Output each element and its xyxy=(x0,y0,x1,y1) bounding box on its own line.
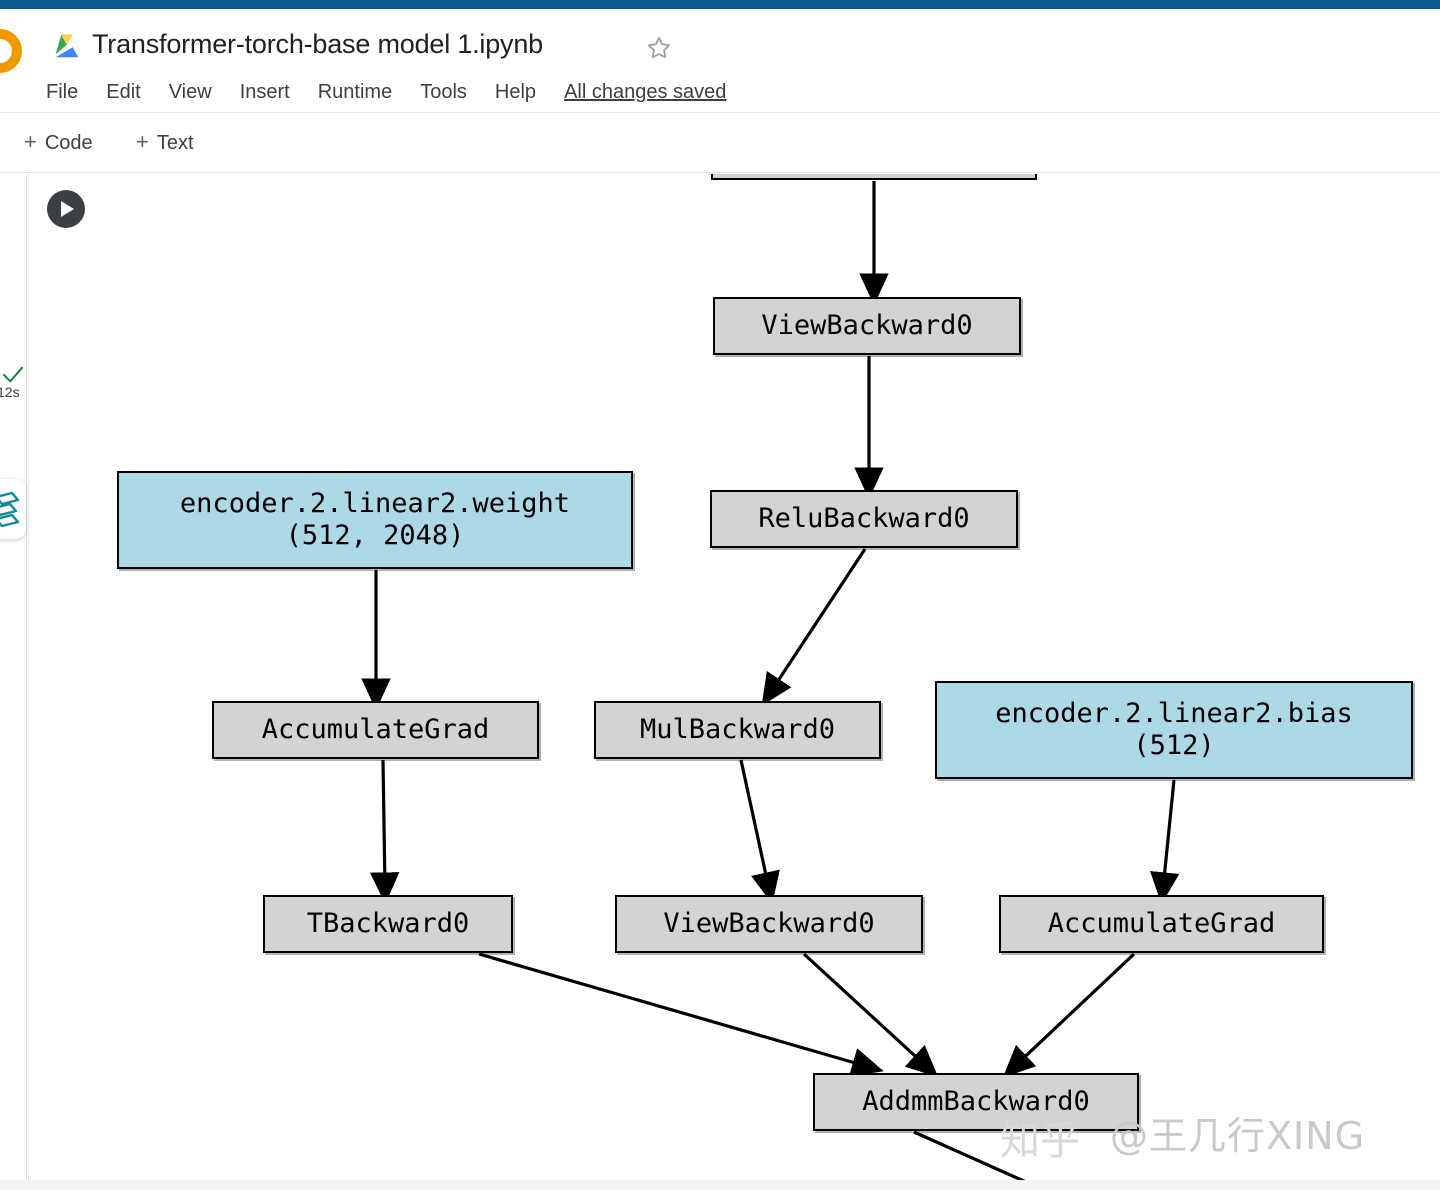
plus-icon: + xyxy=(136,129,149,154)
watermark-handle: @王几行XING xyxy=(1110,1114,1366,1158)
graph-node-tbackward-1: TBackward0 xyxy=(263,895,513,953)
menu-bar: File Edit View Insert Runtime Tools Help… xyxy=(46,81,726,104)
page-bottom-strip xyxy=(0,1180,1440,1190)
graph-node-accgrad-1: AccumulateGrad xyxy=(212,701,539,759)
menu-item-file[interactable]: File xyxy=(46,81,79,103)
graph-node-relu-1: ReluBackward0 xyxy=(710,490,1018,548)
save-status-label[interactable]: All changes saved xyxy=(564,81,727,103)
play-triangle xyxy=(61,201,74,217)
menu-item-help[interactable]: Help xyxy=(494,81,537,103)
graph-node-addmm-1: AddmmBackward0 xyxy=(813,1073,1139,1131)
plus-icon: + xyxy=(24,129,37,154)
graph-node-view-1: ViewBackward0 xyxy=(713,297,1021,355)
app-header: Transformer-torch-base model 1.ipynb Fil… xyxy=(0,9,1440,113)
graph-node-weight-param: encoder.2.linear2.weight (512, 2048) xyxy=(117,471,633,569)
graph-node-view-2: ViewBackward0 xyxy=(615,895,923,953)
watermark-logo: 知乎 xyxy=(1000,1118,1080,1164)
add-text-cell-button[interactable]: + Text xyxy=(136,129,194,155)
autograd-graph-edges xyxy=(361,181,1180,1190)
page-title: Transformer-torch-base model 1.ipynb xyxy=(92,29,543,59)
play-run-icon[interactable] xyxy=(47,190,85,228)
star-outline-icon[interactable] xyxy=(646,35,672,61)
menu-item-runtime[interactable]: Runtime xyxy=(317,81,393,103)
netron-graph-icon[interactable] xyxy=(0,479,26,539)
menu-item-view[interactable]: View xyxy=(168,81,212,103)
add-code-cell-button[interactable]: + Code xyxy=(24,129,93,155)
add-code-cell-label: Code xyxy=(44,132,93,154)
execution-time-label: 12s xyxy=(0,384,20,400)
colab-logo-icon xyxy=(0,29,22,73)
menu-item-insert[interactable]: Insert xyxy=(239,81,290,103)
google-drive-icon xyxy=(55,34,79,58)
menu-item-tools[interactable]: Tools xyxy=(420,81,467,103)
graph-node-mul-1: MulBackward0 xyxy=(594,701,881,759)
green-check-icon xyxy=(3,366,23,383)
cell-status-gutter: 12s xyxy=(0,174,27,1190)
graph-node-bias-param: encoder.2.linear2.bias (512) xyxy=(935,681,1413,779)
add-text-cell-label: Text xyxy=(156,132,194,154)
window-accent-bar xyxy=(0,0,1440,9)
graph-node-partial-top xyxy=(711,174,1037,180)
menu-item-edit[interactable]: Edit xyxy=(106,81,141,103)
notebook-toolbar: + Code + Text xyxy=(0,113,1440,173)
graph-node-accgrad-2: AccumulateGrad xyxy=(999,895,1324,953)
